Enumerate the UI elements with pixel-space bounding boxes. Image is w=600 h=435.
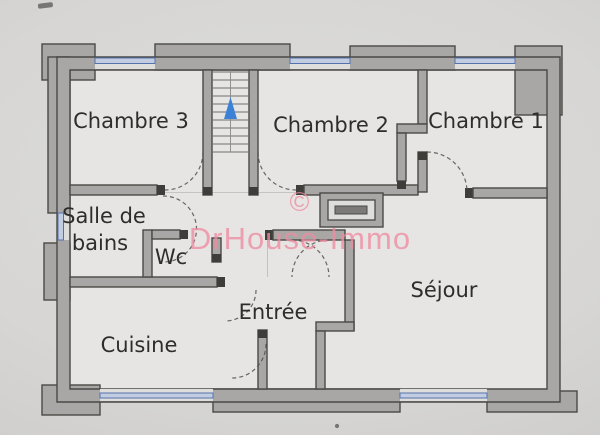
window-bottom-cuisine bbox=[99, 389, 214, 401]
window-top-chambre2 bbox=[289, 57, 351, 69]
stair-direction-up-arrow-icon bbox=[224, 97, 237, 119]
door-arcs bbox=[162, 151, 468, 379]
room-label-cuisine: Cuisine bbox=[101, 333, 178, 357]
staircase bbox=[212, 70, 249, 153]
room-label-wc: Wc bbox=[155, 245, 187, 269]
room-label-salle-de-bains-line1: Salle de bbox=[62, 204, 146, 228]
room-label-chambre-3: Chambre 3 bbox=[73, 109, 189, 133]
window-left-salle-de-bains bbox=[57, 212, 69, 241]
photo-speck-artifact bbox=[334, 423, 340, 429]
door-arc-wc bbox=[162, 195, 198, 263]
door-arc-chambre3 bbox=[164, 151, 204, 191]
door-arc-chambre2 bbox=[257, 151, 297, 191]
window-top-chambre3 bbox=[94, 57, 156, 69]
interior-walls bbox=[69, 69, 548, 390]
watermark-text: DrHouse-Immo bbox=[189, 221, 411, 256]
room-labels: Chambre 3 Chambre 2 Chambre 1 Salle de b… bbox=[62, 109, 544, 357]
watermark: © DrHouse-Immo bbox=[189, 187, 411, 256]
room-label-entree: Entrée bbox=[239, 300, 308, 324]
window-bottom-sejour bbox=[399, 389, 488, 401]
copyright-icon: © bbox=[290, 187, 311, 217]
door-arc-cuisine bbox=[224, 289, 257, 322]
window-top-chambre1 bbox=[454, 57, 516, 69]
photo-edge-artifact bbox=[37, 2, 53, 9]
room-label-salle-de-bains-line2: bains bbox=[72, 231, 128, 255]
room-label-chambre-2: Chambre 2 bbox=[273, 113, 389, 137]
door-arc-sejour-left bbox=[291, 239, 330, 278]
chimney-symbol bbox=[319, 192, 384, 228]
windows bbox=[57, 57, 516, 401]
room-label-chambre-1: Chambre 1 bbox=[428, 109, 544, 133]
door-arc-sejour-right bbox=[291, 239, 330, 278]
door-arc-chambre1 bbox=[426, 151, 468, 193]
room-label-sejour: Séjour bbox=[411, 278, 478, 302]
